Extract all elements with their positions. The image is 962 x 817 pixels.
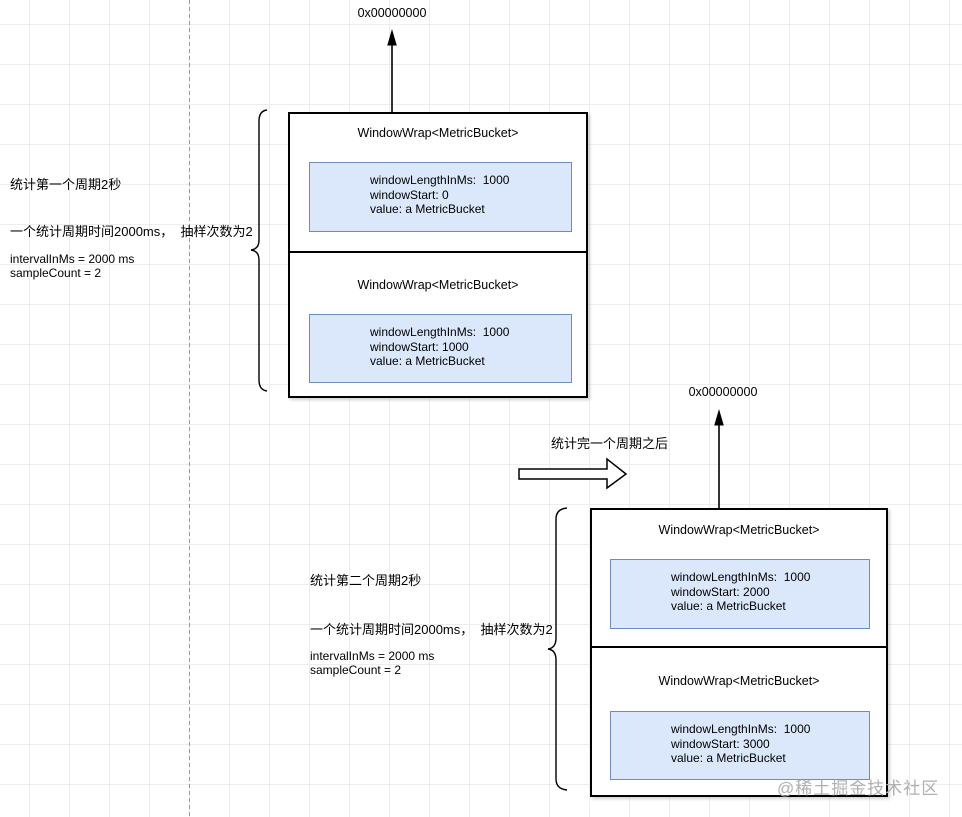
window-wrap-title: WindowWrap<MetricBucket> <box>357 126 519 140</box>
note-period2-desc: 一个统计周期时间2000ms， 抽样次数为2 <box>310 622 553 637</box>
note-period1-desc: 一个统计周期时间2000ms， 抽样次数为2 <box>10 224 253 239</box>
curly-brace-group1 <box>250 109 268 392</box>
watermark-text: @稀土掘金技术社区 <box>777 779 940 798</box>
note-period2-title: 统计第二个周期2秒 <box>310 573 422 588</box>
field-window-start: windowStart: 0 <box>370 187 449 202</box>
field-window-length: windowLengthInMs: 1000 <box>671 722 811 736</box>
block-arrow-right-icon <box>518 457 628 490</box>
field-value: value: a MetricBucket <box>370 354 485 368</box>
note-period2-samplecount: sampleCount = 2 <box>310 663 402 677</box>
window-wrap-title: WindowWrap<MetricBucket> <box>658 523 820 537</box>
memory-address-label-group2: 0x00000000 <box>688 385 758 399</box>
transition-label: 统计完一个周期之后 <box>551 436 669 451</box>
field-window-start: windowStart: 1000 <box>370 339 469 354</box>
field-value: value: a MetricBucket <box>671 599 786 613</box>
note-period1-interval: intervalInMs = 2000 ms <box>10 252 135 266</box>
field-value: value: a MetricBucket <box>370 202 485 216</box>
field-value: value: a MetricBucket <box>671 751 786 765</box>
window-wrap-title: WindowWrap<MetricBucket> <box>357 278 519 292</box>
note-period2-interval: intervalInMs = 2000 ms <box>310 649 435 663</box>
note-period1-title: 统计第一个周期2秒 <box>10 177 122 192</box>
window-wrap-title: WindowWrap<MetricBucket> <box>658 674 820 688</box>
note-period1-samplecount: sampleCount = 2 <box>10 266 102 280</box>
curly-brace-group2 <box>547 507 568 791</box>
field-window-length: windowLengthInMs: 1000 <box>671 570 811 584</box>
window-wrap-cell: WindowWrap<MetricBucket> windowLengthInM… <box>592 510 886 648</box>
metric-bucket-box: windowLengthInMs: 1000 windowStart: 3000… <box>610 711 870 780</box>
memory-address-label-group1: 0x00000000 <box>357 6 427 20</box>
metric-bucket-box: windowLengthInMs: 1000 windowStart: 1000… <box>309 314 572 383</box>
field-window-start: windowStart: 3000 <box>671 736 770 751</box>
pointer-arrow-group1 <box>387 29 397 112</box>
metric-bucket-box: windowLengthInMs: 1000 windowStart: 2000… <box>610 559 870 629</box>
window-wrap-cell: WindowWrap<MetricBucket> windowLengthInM… <box>592 650 886 799</box>
window-array-group1: WindowWrap<MetricBucket> windowLengthInM… <box>288 112 588 398</box>
field-window-length: windowLengthInMs: 1000 <box>370 173 510 187</box>
pointer-arrow-group2 <box>714 409 724 508</box>
window-wrap-cell: WindowWrap<MetricBucket> windowLengthInM… <box>290 114 586 253</box>
window-wrap-cell: WindowWrap<MetricBucket> windowLengthInM… <box>290 255 586 400</box>
field-window-length: windowLengthInMs: 1000 <box>370 325 510 339</box>
window-array-group2: WindowWrap<MetricBucket> windowLengthInM… <box>590 508 888 797</box>
field-window-start: windowStart: 2000 <box>671 584 770 599</box>
metric-bucket-box: windowLengthInMs: 1000 windowStart: 0 va… <box>309 162 572 232</box>
